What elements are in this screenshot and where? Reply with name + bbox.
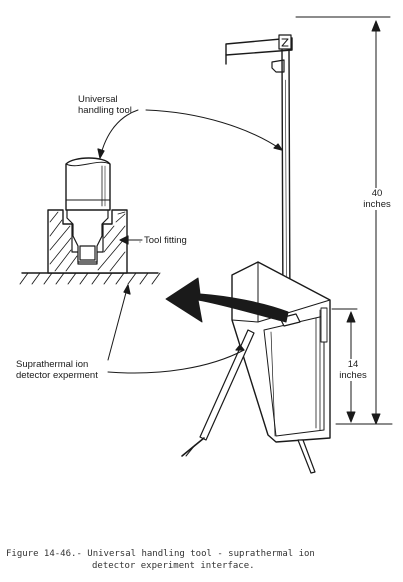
dimension-14-inches <box>331 308 393 425</box>
tool-fitting-detail <box>19 157 161 285</box>
ground-hatching <box>19 272 161 285</box>
handling-tool-diagram <box>19 16 393 474</box>
dimension-14-value: 14 <box>347 359 359 370</box>
caption-line1: Figure 14-46.- Universal handling tool -… <box>6 549 315 559</box>
leader-lines <box>99 109 283 374</box>
tool-fitting-label: Tool fitting <box>144 235 187 246</box>
suprathermal-ion-detector <box>181 261 331 474</box>
suprathermal-label: Suprathermal ion detector experment <box>16 359 98 381</box>
dimension-40-inches <box>295 16 391 425</box>
suprathermal-label-line2: detector experment <box>16 370 98 381</box>
universal-tool-label: Universal handling tool <box>78 94 132 116</box>
dimension-40-unit: inches <box>363 199 391 210</box>
universal-tool-label-line2: handling tool <box>78 105 132 116</box>
caption-line2: detector experiment interface. <box>92 561 255 571</box>
section-hatching <box>49 211 126 272</box>
dimension-14-unit: inches <box>339 370 367 381</box>
dimension-40-value: 40 <box>371 188 383 199</box>
dimension-14-label: 14 inches <box>338 359 368 381</box>
suprathermal-label-line1: Suprathermal ion <box>16 359 89 370</box>
universal-tool-label-line1: Universal <box>78 94 118 105</box>
figure-caption: Figure 14-46.- Universal handling tool -… <box>6 548 401 572</box>
dimension-40-label: 40 inches <box>361 188 393 210</box>
motion-arrow <box>165 277 289 323</box>
